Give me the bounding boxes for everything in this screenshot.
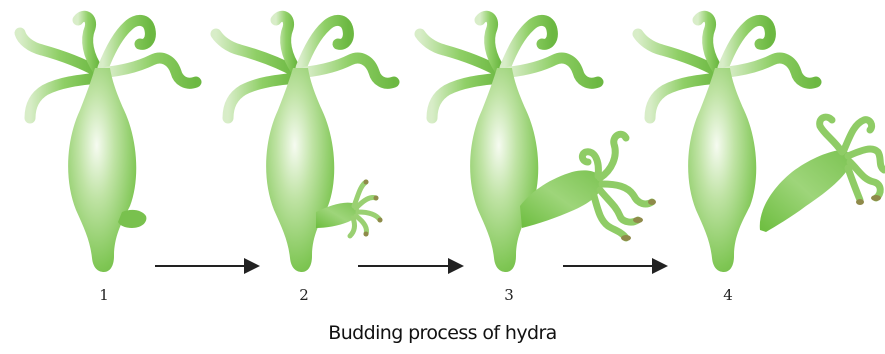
- diagram-caption: Budding process of hydra: [0, 322, 885, 344]
- hydra-stage-3: [420, 16, 656, 272]
- hydra-stage-2: [216, 16, 394, 272]
- bud: [118, 210, 146, 228]
- stage-label-3: 3: [497, 286, 521, 304]
- hydra-body: [68, 68, 136, 272]
- detached-hydra: [760, 117, 884, 232]
- stage-label-1: 1: [92, 286, 116, 304]
- hydra-body: [266, 68, 334, 272]
- hydra-body: [470, 68, 538, 272]
- hydra-body: [688, 68, 756, 272]
- stage-label-4: 4: [716, 286, 740, 304]
- stage-label-2: 2: [292, 286, 316, 304]
- hydra-stage-1: [20, 16, 196, 272]
- hydra-stage-4: [638, 16, 884, 272]
- bud: [520, 134, 656, 241]
